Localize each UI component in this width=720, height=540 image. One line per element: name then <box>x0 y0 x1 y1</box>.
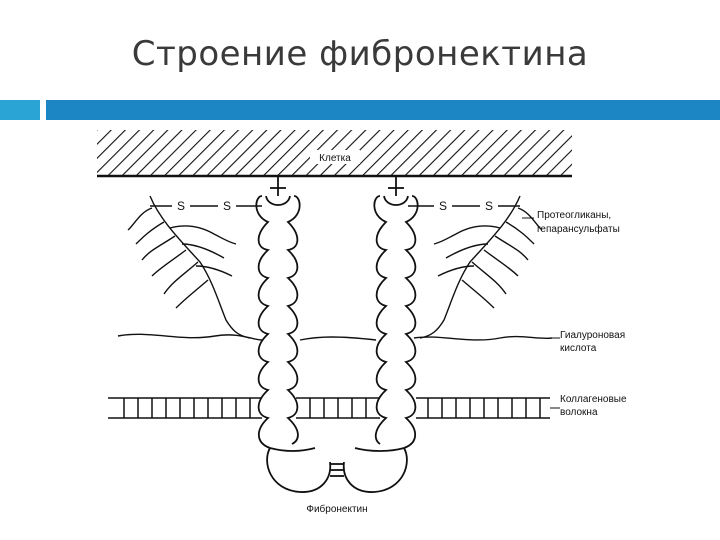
collagen-label-2: волокна <box>560 407 598 418</box>
hyaluronic-acid-strand <box>117 333 553 341</box>
proteoglycan-right <box>408 195 543 339</box>
accent-bar-right <box>46 100 720 120</box>
slide-title: Строение фибронектина <box>131 34 589 74</box>
cell-membrane: Клетка <box>97 130 572 178</box>
hyaluronic-label-2: кислота <box>560 343 597 354</box>
receptor-anchors <box>270 176 404 196</box>
proteoglycans-label-2: гепарансульфаты <box>537 223 620 235</box>
cell-label: Клетка <box>319 153 351 164</box>
disulfide-s-1: S <box>177 199 185 213</box>
proteoglycans-label-1: Протеогликаны, <box>537 210 611 221</box>
hyaluronic-label-1: Гиалуроновая <box>560 330 625 341</box>
disulfide-bonds <box>330 463 344 477</box>
disulfide-s-2: S <box>223 199 231 213</box>
disulfide-s-3: S <box>439 199 447 213</box>
fibronectin-label: Фибронектин <box>306 503 367 515</box>
collagen-fibers <box>108 397 550 419</box>
proteoglycan-left <box>127 195 262 339</box>
collagen-label-1: Коллагеновые <box>560 394 627 405</box>
fibronectin-chain-left <box>255 195 332 493</box>
disulfide-s-4: S <box>485 199 493 213</box>
fibronectin-chain-right <box>342 195 419 493</box>
label-leaders <box>522 217 560 409</box>
accent-bar-left <box>0 100 40 120</box>
accent-gap <box>40 100 46 120</box>
